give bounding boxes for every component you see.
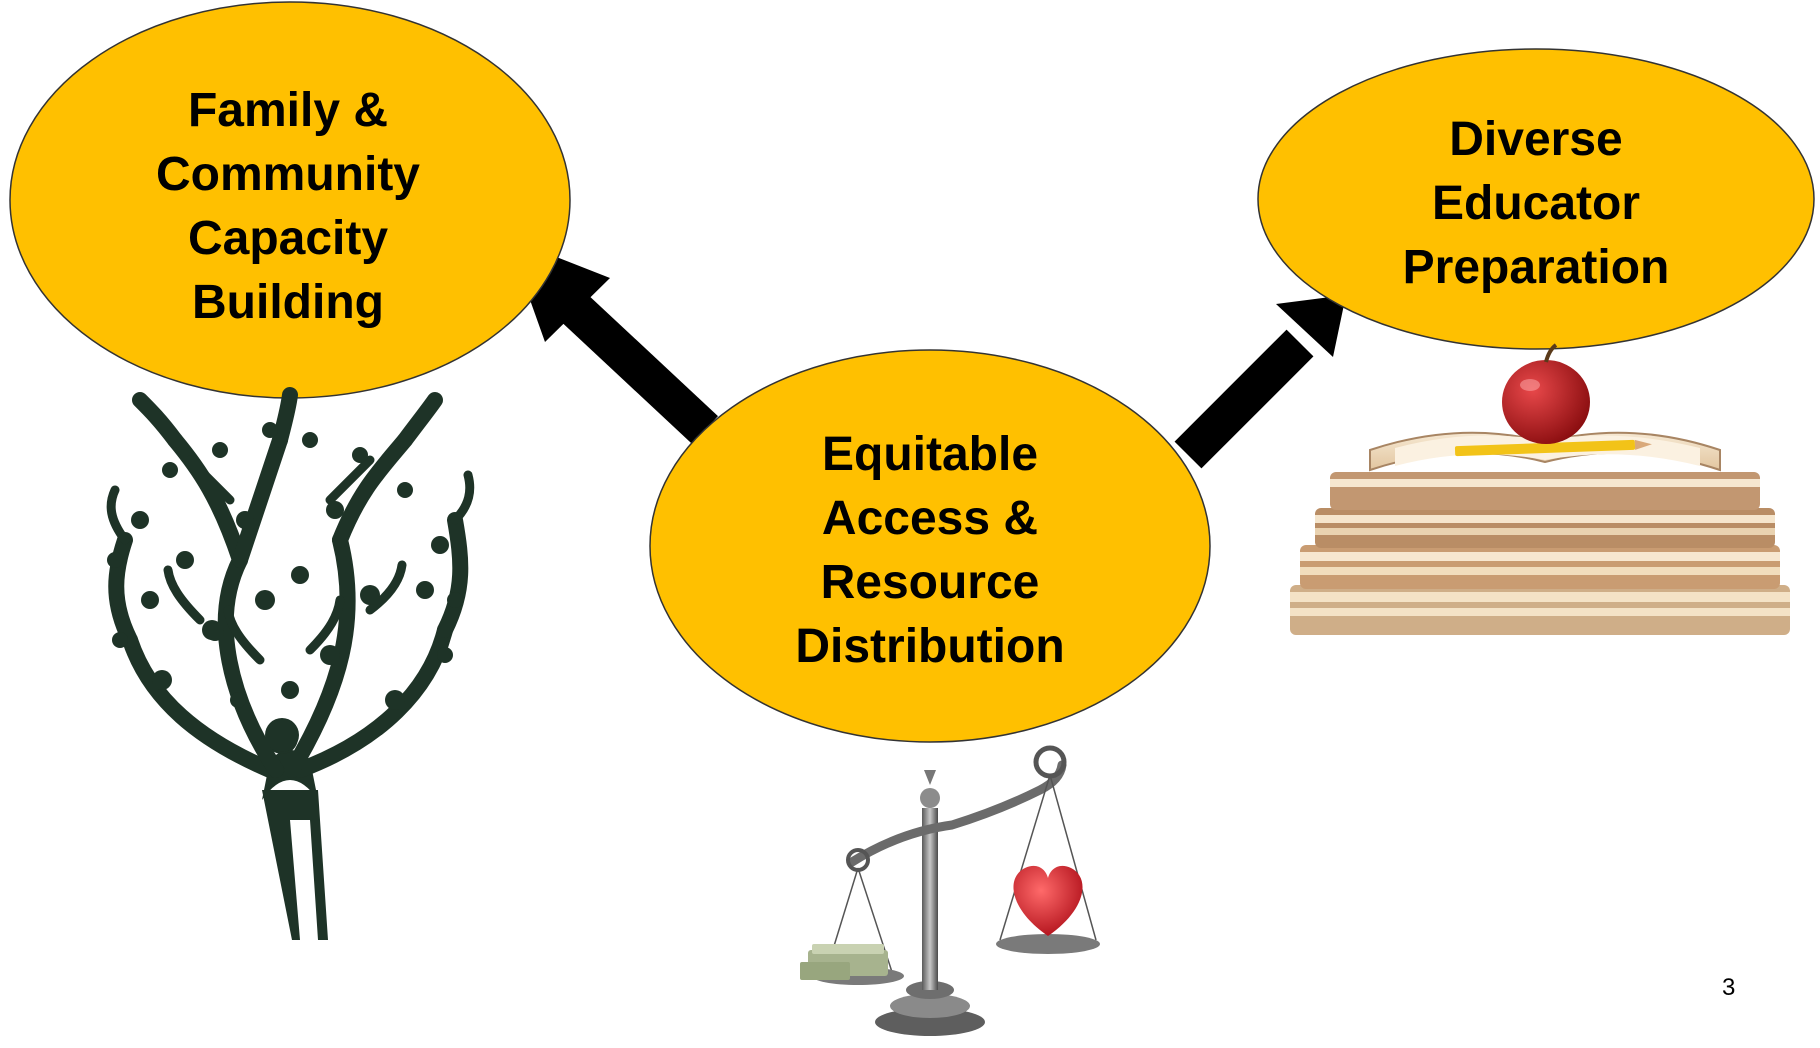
- people-tree-icon: [106, 387, 475, 940]
- diverse-educator-label: Diverse Educator Preparation: [1403, 113, 1670, 294]
- family-line-3: Capacity: [188, 212, 388, 265]
- educator-line-2: Educator: [1432, 177, 1640, 230]
- diverse-educator-ellipse: [1257, 48, 1815, 350]
- family-line-2: Community: [156, 148, 420, 201]
- arrow-to-educator: [1174, 295, 1346, 469]
- books-apple-icon: [1290, 343, 1790, 635]
- equitable-line-4: Distribution: [795, 620, 1064, 673]
- family-line-1: Family &: [188, 84, 388, 137]
- equitable-line-1: Equitable: [822, 428, 1038, 481]
- equitable-access-ellipse: [649, 349, 1211, 743]
- equitable-access-label: Equitable Access & Resource Distribution: [795, 428, 1064, 673]
- educator-line-1: Diverse: [1449, 113, 1622, 166]
- balance-scale-icon: [800, 745, 1100, 1036]
- equitable-line-2: Access &: [822, 492, 1038, 545]
- page-number: 3: [1722, 974, 1736, 1001]
- educator-line-3: Preparation: [1403, 241, 1670, 294]
- family-community-label: Family & Community Capacity Building: [156, 84, 420, 329]
- equitable-line-3: Resource: [821, 556, 1040, 609]
- family-line-4: Building: [192, 276, 384, 329]
